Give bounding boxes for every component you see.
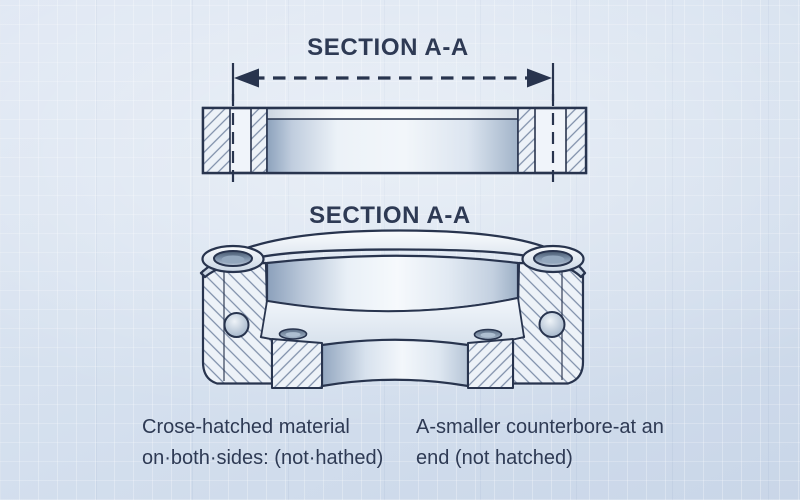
bolt-hole-left-bore	[221, 255, 245, 264]
bore-cylinder-wall	[265, 254, 520, 313]
hatch-block-inner-left	[250, 107, 268, 174]
arrow-right-icon	[527, 68, 552, 88]
flange-top-rim	[199, 229, 587, 279]
ring-hole-right-bore	[480, 332, 496, 338]
caption-left-line2: on·both·sides: (not·hathed)	[142, 447, 384, 469]
caption-right: A-smaller counterbore-at an end (not hat…	[416, 412, 664, 474]
hatch-block-far-left	[202, 107, 231, 174]
caption-left-line1: Crose-hatched material	[142, 416, 350, 438]
side-hole-left	[223, 312, 250, 338]
dimension-indicator	[231, 63, 555, 101]
bolt-hole-right-bore	[541, 255, 565, 264]
flange-3d-view	[199, 229, 587, 389]
counterbore-recess	[320, 338, 470, 388]
top-section-view	[201, 94, 588, 183]
hatch-block-inner-right	[517, 107, 536, 174]
hatch-block-lower-right	[467, 338, 514, 389]
center-panel-top-strip	[268, 109, 517, 119]
section-title-top: SECTION A-A	[307, 34, 469, 61]
hatch-block-far-right	[565, 107, 587, 174]
hatch-block-lower-left	[271, 338, 323, 389]
arrow-left-icon	[234, 68, 259, 88]
caption-right-line2: end (not hatched)	[416, 447, 573, 469]
section-outline	[201, 106, 588, 175]
side-hole-right	[538, 311, 566, 338]
caption-left: Crose-hatched material on·both·sides: (n…	[142, 412, 383, 474]
ring-hole-left-bore	[285, 332, 301, 337]
section-title-bottom: SECTION A-A	[309, 202, 471, 229]
caption-right-line1: A-smaller counterbore-at an	[416, 416, 664, 438]
